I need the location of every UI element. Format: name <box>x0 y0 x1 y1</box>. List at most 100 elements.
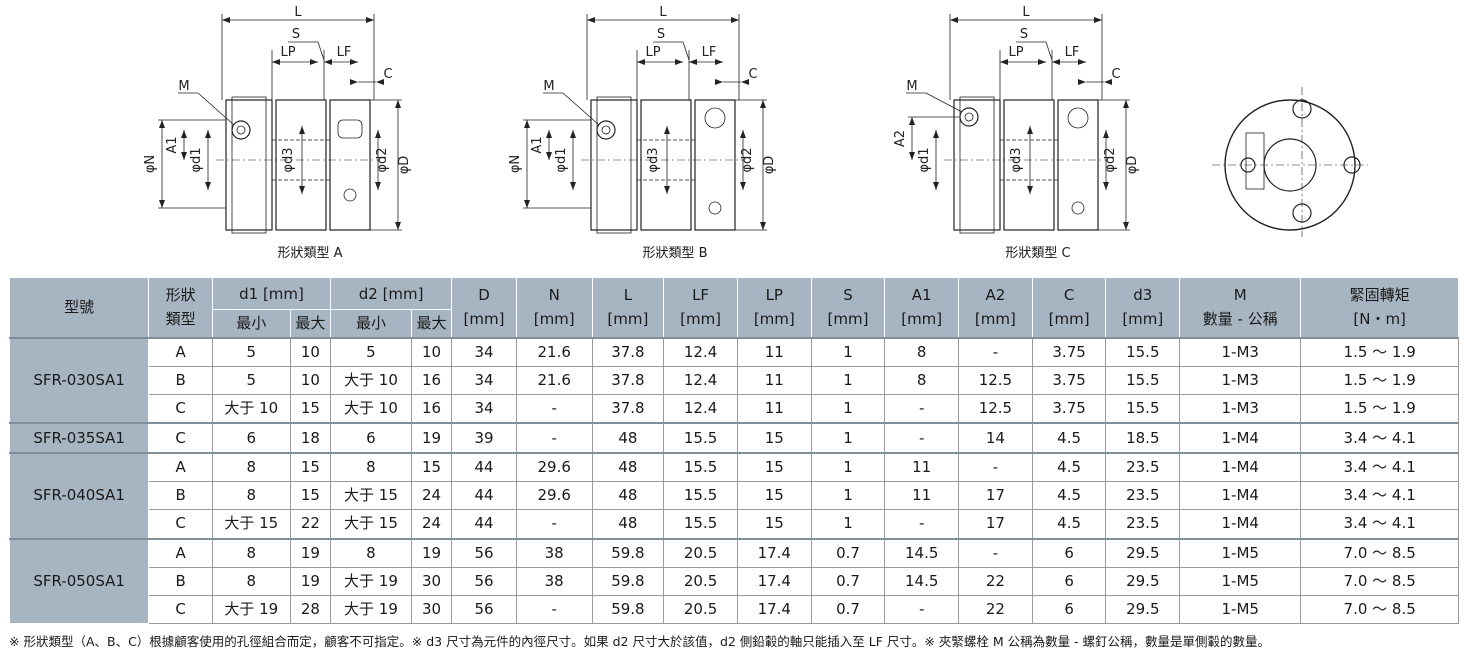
arrowhead <box>933 182 939 190</box>
table-cell: 17.4 <box>736 537 812 568</box>
table-cell: - <box>958 451 1033 482</box>
table-cell: - <box>515 422 593 454</box>
table-cell: 29.5 <box>1105 566 1181 597</box>
table-cell: 1 <box>810 422 886 454</box>
table-cell: 3.4 ～ 4.1 <box>1300 509 1459 540</box>
table-cell: 大于 15 <box>330 509 412 540</box>
arrowhead <box>376 79 384 85</box>
dim-M-label: M <box>543 79 554 94</box>
dim-LP-label: LP <box>1008 45 1023 60</box>
dim-C-label: C <box>1111 67 1120 82</box>
leader-line <box>1045 41 1053 61</box>
dim-LF-label: LF <box>702 45 717 60</box>
table-cell: 15.5 <box>663 422 738 454</box>
table-cell: 19 <box>410 422 453 454</box>
dim-S-label: S <box>657 27 665 42</box>
table-cell: - <box>884 394 960 424</box>
arrowhead <box>310 59 318 65</box>
table-cell: 10 <box>289 336 332 367</box>
arrowhead <box>1123 100 1129 108</box>
clamp-hole <box>704 107 726 129</box>
table-cell: 1-M4 <box>1179 451 1302 482</box>
table-cell: - <box>515 595 593 625</box>
model-cell: SFR-050SA1 <box>8 537 150 625</box>
table-cell: 12.4 <box>663 394 738 424</box>
table-cell: 6 <box>1031 566 1107 597</box>
dim-A1-label: A1 <box>530 136 545 153</box>
arrowhead <box>570 130 576 138</box>
table-cell: 1 <box>810 509 886 540</box>
table-cell: 10 <box>289 365 332 396</box>
hub-right <box>329 99 371 231</box>
arrowhead <box>1104 79 1112 85</box>
dim-L-label: L <box>1022 5 1030 20</box>
leader-line <box>562 92 600 126</box>
table-cell: 3.4 ～ 4.1 <box>1300 422 1459 454</box>
table-cell: 3.75 <box>1031 365 1107 396</box>
dim-D-label: φD <box>397 156 412 175</box>
table-cell: 48 <box>591 480 665 511</box>
model-cell: SFR-030SA1 <box>8 336 150 424</box>
table-cell: 29.5 <box>1105 595 1181 625</box>
table-cell: B <box>148 480 213 511</box>
table-cell: - <box>884 595 960 625</box>
table-cell: 11 <box>736 336 812 367</box>
dim-D-label: φD <box>1125 156 1140 175</box>
arrowhead <box>159 200 165 208</box>
header-N: N[mm] <box>515 277 593 338</box>
dim-A1-label: A1 <box>165 136 180 153</box>
table-cell: 34 <box>451 394 517 424</box>
table-cell: 12.4 <box>663 365 738 396</box>
table-cell: 15 <box>289 394 332 424</box>
dim-d2-label: φd2 <box>1103 147 1118 172</box>
table-cell: 8 <box>884 365 960 396</box>
arrowhead <box>933 130 939 138</box>
arrowhead <box>1038 59 1046 65</box>
table-cell: 20.5 <box>663 566 738 597</box>
dim-L-label: L <box>294 5 302 20</box>
clamp-hole-small <box>1071 201 1085 215</box>
table-cell: 44 <box>451 451 517 482</box>
table-cell: 7.0 ～ 8.5 <box>1300 566 1459 597</box>
set-screw-hole <box>343 188 357 202</box>
arrowhead <box>664 126 670 134</box>
dim-LP-label: LP <box>280 45 295 60</box>
dim-d2-label: φd2 <box>740 147 755 172</box>
arrowhead <box>1078 59 1086 65</box>
table-cell: 0.7 <box>810 595 886 625</box>
table-cell: 大于 19 <box>211 595 291 625</box>
caption-type-b: 形狀類型 B <box>642 246 708 261</box>
table-cell: 4.5 <box>1031 509 1107 540</box>
header-d3: d3[mm] <box>1105 277 1181 338</box>
clamp-hole-small <box>708 201 722 215</box>
table-cell: 12.4 <box>663 336 738 367</box>
hub-right <box>694 99 736 231</box>
arrowhead <box>366 17 374 23</box>
table-cell: 大于 10 <box>330 394 412 424</box>
table-cell: C <box>148 422 213 454</box>
end-view-clamp-slot <box>1245 132 1265 190</box>
center-disk <box>275 99 327 231</box>
table-cell: 1.5 ～ 1.9 <box>1300 394 1459 424</box>
table-cell: 15 <box>736 422 812 454</box>
table-cell: 18 <box>289 422 332 454</box>
dim-M-label: M <box>178 79 189 94</box>
table-cell: 5 <box>211 336 291 367</box>
header-torque: 緊固轉矩[N・m] <box>1300 277 1459 338</box>
table-cell: 8 <box>330 537 412 568</box>
table-cell: 19 <box>289 566 332 597</box>
table-cell: 1.5 ～ 1.9 <box>1300 365 1459 396</box>
dim-S-label: S <box>292 27 300 42</box>
arrowhead <box>299 186 305 194</box>
table-cell: 15.5 <box>1105 365 1181 396</box>
table-cell: 1-M5 <box>1179 566 1302 597</box>
table-cell: 48 <box>591 509 665 540</box>
clamp-screw-head <box>231 120 251 140</box>
